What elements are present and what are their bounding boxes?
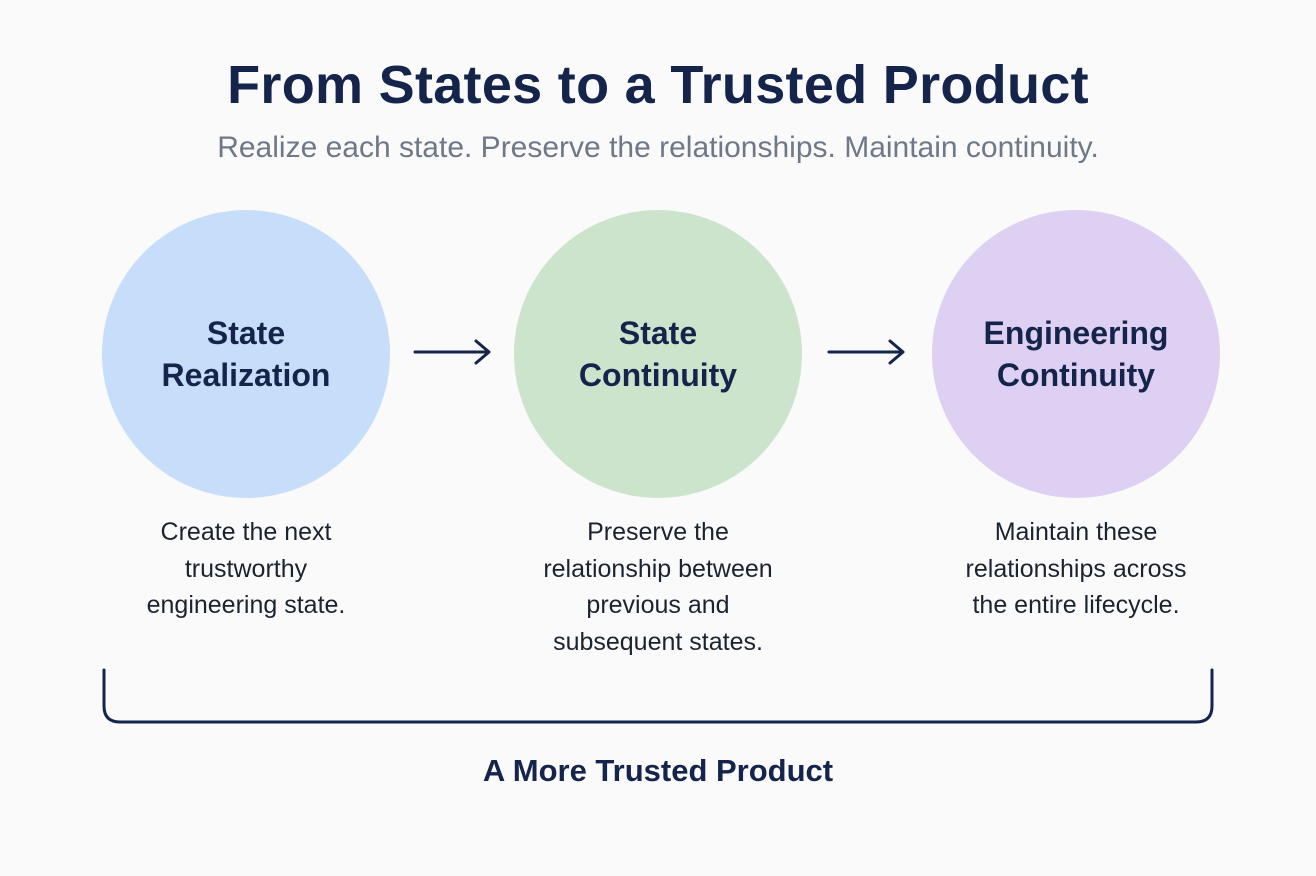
bracket-icon: [102, 668, 1214, 724]
diagram-subtitle: Realize each state. Preserve the relatio…: [217, 131, 1099, 164]
stage-label: State Continuity: [578, 315, 738, 393]
stage-label: State Realization: [161, 315, 331, 393]
stage-circle-engineering-continuity: Engineering Continuity: [932, 210, 1220, 498]
result-label: A More Trusted Product: [482, 753, 834, 788]
stage-description: Preserve the relationship between previo…: [543, 518, 773, 656]
arrow-right-icon: [413, 339, 491, 365]
arrow-right-icon: [827, 339, 905, 365]
stage-description: Maintain these relationships across the …: [965, 518, 1187, 619]
stage-circle-state-realization: State Realization: [102, 210, 390, 498]
diagram-title: From States to a Trusted Product: [227, 55, 1089, 115]
stage-description: Create the next trustworthy engineering …: [146, 518, 346, 619]
stage-label: Engineering Continuity: [983, 315, 1169, 393]
stage-circle-state-continuity: State Continuity: [514, 210, 802, 498]
